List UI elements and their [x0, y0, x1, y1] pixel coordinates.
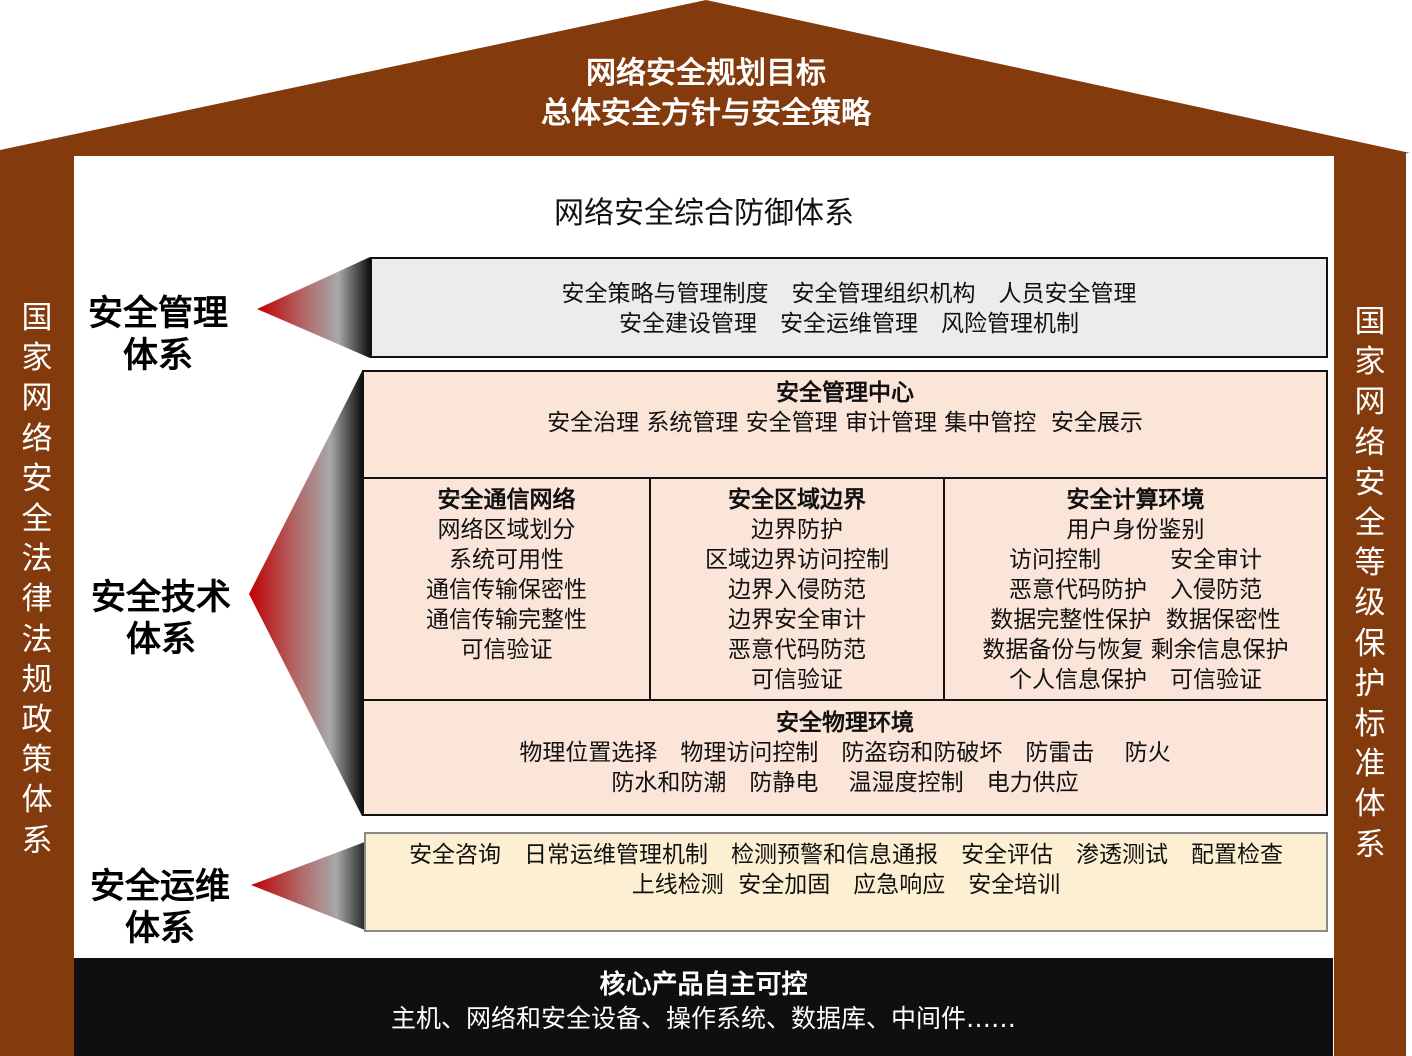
right-pillar-label: 国家网络安全等级保护标准体系: [1354, 304, 1386, 863]
column-item: 用户身份鉴别: [1066, 517, 1205, 543]
core-subtitle: 主机、网络和安全设备、操作系统、数据库、中间件……: [390, 1004, 1016, 1033]
operations-label-line2: 体系: [124, 909, 195, 949]
secure-computing-environment: 安全计算环境 用户身份鉴别 访问控制 安全审计 恶意代码防护 入侵防范 数据完整…: [945, 479, 1326, 701]
column-item: 通信传输完整性: [426, 607, 587, 633]
physical-line: 防水和防潮 防静电 温湿度控制 电力供应: [611, 770, 1079, 796]
column-item: 通信传输保密性: [426, 577, 587, 603]
column-item: 边界安全审计: [728, 607, 866, 633]
operations-label-line1: 安全运维: [89, 867, 230, 907]
management-system-label: 安全管理 体系: [58, 293, 258, 377]
column-item: 恶意代码防范: [728, 637, 866, 663]
physical-title: 安全物理环境: [776, 710, 914, 736]
roof-main: [2, 2, 1408, 154]
technology-label-line2: 体系: [125, 620, 196, 660]
physical-line: 物理位置选择 物理访问控制 防盗窃和防破坏 防雷击 防火: [519, 740, 1171, 766]
roof-title-line2: 总体安全方针与安全策略: [541, 96, 871, 131]
operations-arrow: [251, 840, 370, 932]
operations-box: 安全咨询 日常运维管理机制 检测预警和信息通报 安全评估 渗透测试 配置检查 上…: [364, 832, 1328, 932]
management-line: 安全策略与管理制度 安全管理组织机构 人员安全管理: [561, 281, 1137, 307]
column-item: 数据备份与恢复 剩余信息保护: [982, 637, 1289, 663]
technology-box: 安全管理中心 安全治理 系统管理 安全管理 审计管理 集中管控 安全展示 安全通…: [362, 370, 1328, 816]
right-pillar: [1334, 152, 1406, 1056]
technology-system-label: 安全技术 体系: [61, 577, 261, 661]
core-title: 核心产品自主可控: [599, 970, 808, 1000]
column-item: 可信验证: [460, 637, 553, 663]
column-item: 恶意代码防护 入侵防范: [1009, 577, 1262, 603]
management-arrow: [257, 257, 370, 358]
technology-arrow: [249, 371, 362, 816]
technology-label-line1: 安全技术: [90, 578, 231, 618]
column-item: 边界入侵防范: [728, 577, 866, 603]
management-line: 安全建设管理 安全运维管理 风险管理机制: [619, 311, 1079, 337]
secure-communication-network: 安全通信网络 网络区域划分 系统可用性 通信传输保密性 通信传输完整性 可信验证: [364, 479, 651, 701]
column-item: 个人信息保护 可信验证: [1009, 667, 1262, 693]
column-item: 区域边界访问控制: [705, 547, 889, 573]
column-title: 安全通信网络: [437, 487, 576, 513]
left-pillar-label: 国家网络安全法律法规政策体系: [21, 300, 53, 859]
column-item: 网络区域划分: [437, 517, 576, 543]
column-title: 安全计算环境: [1066, 487, 1205, 513]
core-products-foundation: 核心产品自主可控 主机、网络和安全设备、操作系统、数据库、中间件……: [74, 958, 1333, 1056]
column-title: 安全区域边界: [728, 487, 866, 513]
left-pillar: [0, 150, 74, 1056]
secure-physical-environment: 安全物理环境 物理位置选择 物理访问控制 防盗窃和防破坏 防雷击 防火 防水和防…: [364, 701, 1326, 814]
security-management-center: 安全管理中心 安全治理 系统管理 安全管理 审计管理 集中管控 安全展示: [364, 372, 1326, 479]
operations-line: 安全咨询 日常运维管理机制 检测预警和信息通报 安全评估 渗透测试 配置检查: [409, 842, 1283, 868]
column-item: 数据完整性保护 数据保密性: [990, 607, 1281, 633]
roof-title: 网络安全规划目标 总体安全方针与安全策略: [400, 54, 1012, 134]
operations-system-label: 安全运维 体系: [60, 866, 260, 950]
column-item: 可信验证: [751, 667, 843, 693]
main-title: 网络安全综合防御体系: [554, 196, 854, 231]
secure-area-boundary: 安全区域边界 边界防护 区域边界访问控制 边界入侵防范 边界安全审计 恶意代码防…: [651, 479, 945, 701]
management-box: 安全策略与管理制度 安全管理组织机构 人员安全管理 安全建设管理 安全运维管理 …: [370, 257, 1328, 358]
operations-line: 上线检测 安全加固 应急响应 安全培训: [631, 872, 1061, 898]
column-item: 系统可用性: [449, 547, 564, 573]
management-label-line1: 安全管理: [87, 294, 228, 334]
column-item: 访问控制 安全审计: [1009, 547, 1262, 573]
roof-title-line1: 网络安全规划目标: [586, 56, 826, 91]
column-item: 边界防护: [751, 517, 843, 543]
center-title: 安全管理中心: [776, 380, 914, 406]
management-label-line2: 体系: [122, 336, 193, 376]
center-items: 安全治理 系统管理 安全管理 审计管理 集中管控 安全展示: [547, 410, 1143, 436]
